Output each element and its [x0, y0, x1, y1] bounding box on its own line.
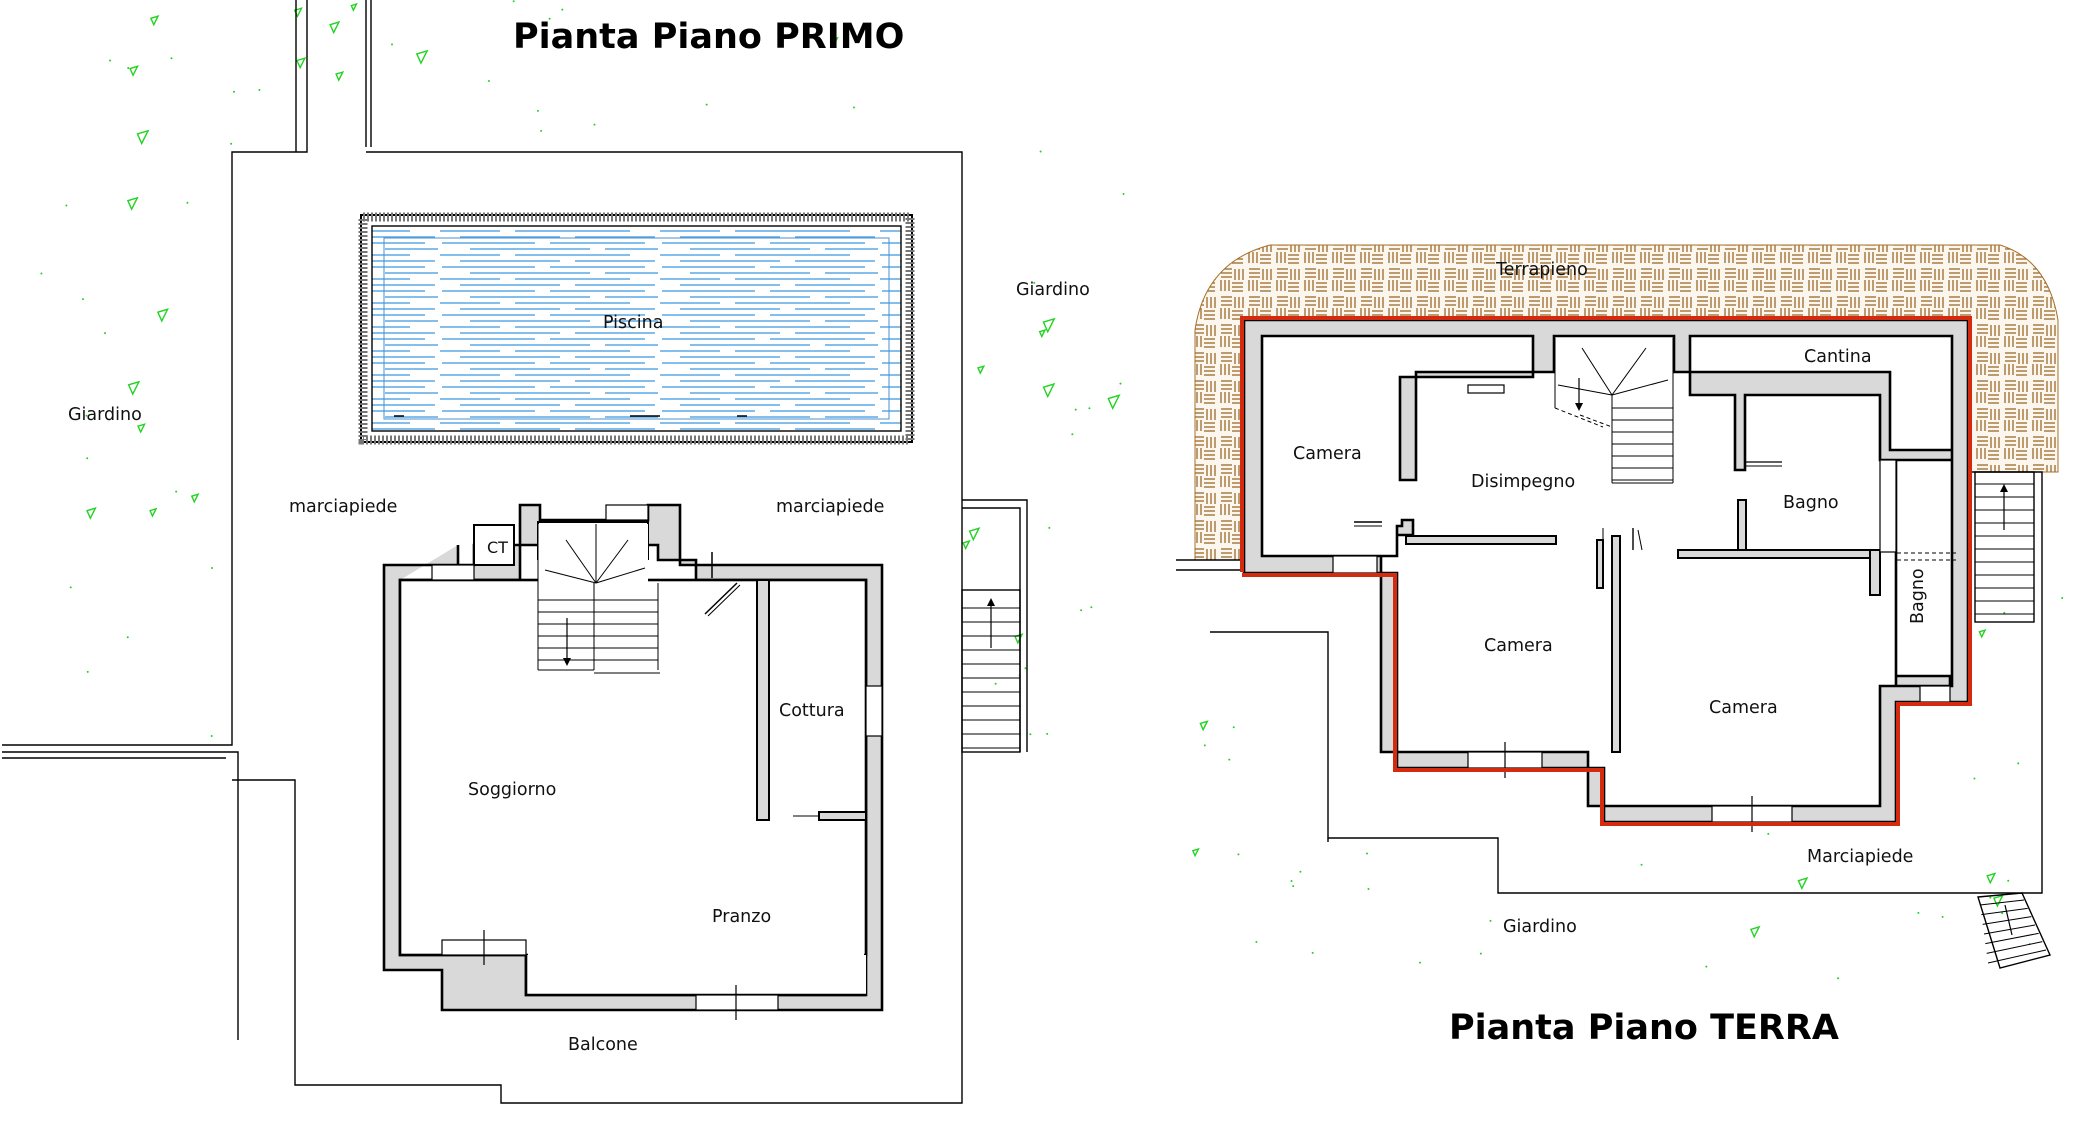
label-bath-side: Bagno: [1908, 568, 1928, 624]
label-bedroom-mid: Camera: [1484, 636, 1553, 656]
label-garden-south: Giardino: [1503, 917, 1577, 937]
label-cellar: Cantina: [1804, 347, 1872, 367]
label-embankment: Terrapieno: [1495, 260, 1588, 280]
label-sidewalk: Marciapiede: [1807, 847, 1913, 867]
ground-floor-partitions: [1405, 499, 1881, 753]
label-boiler-room: CT: [487, 538, 508, 557]
label-bedroom-se: Camera: [1709, 698, 1778, 718]
first-floor-stair: [537, 524, 660, 674]
exterior-stair-east: [961, 499, 1028, 753]
label-sidewalk-right: marciapiede: [776, 497, 884, 517]
label-bedroom-nw: Camera: [1293, 444, 1362, 464]
ground-floor-title: Pianta Piano TERRA: [1449, 1008, 1839, 1048]
embankment-hatch: [1194, 244, 2059, 561]
label-garden-right: Giardino: [1016, 280, 1090, 300]
garden-vegetation: [40, 0, 2064, 980]
ground-floor-stair: [1554, 338, 1674, 484]
ground-floor-plan: Pianta Piano TERRA Terrapieno Cantina Ca…: [1176, 244, 2059, 1048]
ground-floor-outline: [1240, 316, 1972, 826]
label-living-room: Soggiorno: [468, 780, 556, 800]
label-sidewalk-left: marciapiede: [289, 497, 397, 517]
first-floor-plan: Pianta Piano PRIMO Giardino Giardino Pis…: [2, 0, 1090, 1104]
swimming-pool: [358, 212, 915, 445]
first-floor-title: Pianta Piano PRIMO: [513, 17, 904, 57]
label-bath-upper: Bagno: [1783, 493, 1839, 513]
label-kitchen: Cottura: [779, 701, 845, 721]
label-garden-left: Giardino: [68, 405, 142, 425]
label-hallway: Disimpegno: [1471, 472, 1575, 492]
label-pool: Piscina: [603, 313, 663, 333]
label-dining: Pranzo: [712, 907, 771, 927]
label-balcony: Balcone: [568, 1035, 638, 1055]
exterior-stairs-ground: [1974, 471, 2051, 969]
